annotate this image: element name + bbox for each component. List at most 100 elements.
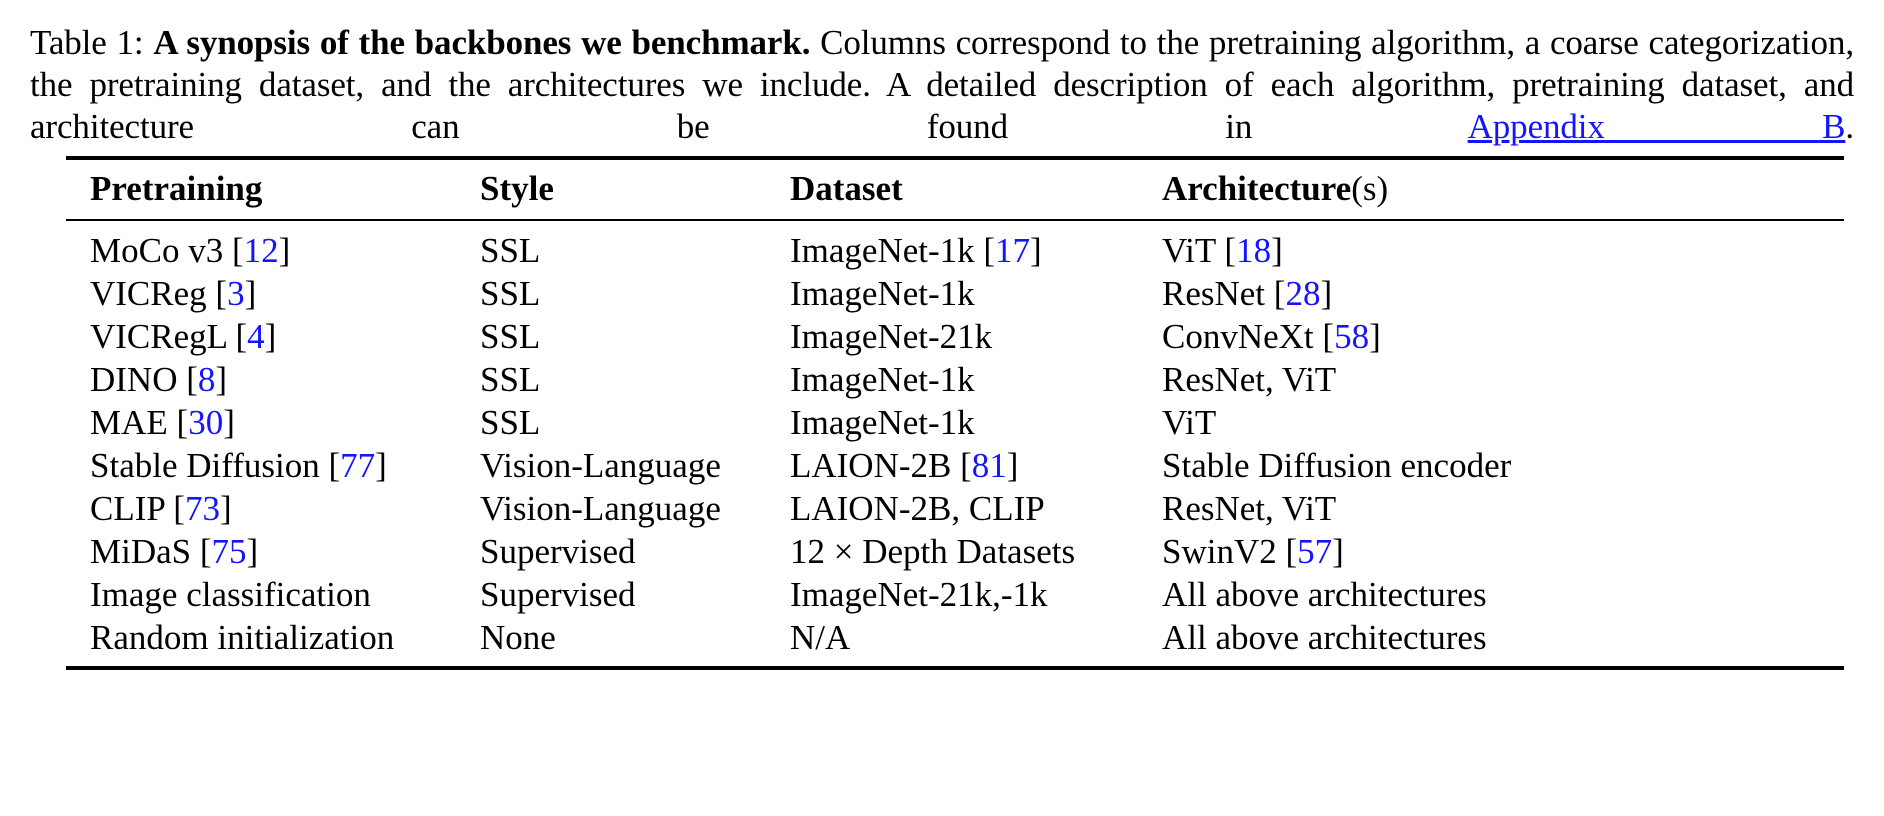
citation-bracket-close: ] — [244, 274, 257, 313]
citation-bracket-open: [ — [176, 403, 189, 442]
citation-bracket-close: ] — [1320, 274, 1333, 313]
cell-dataset-text: ImageNet-1k — [790, 274, 975, 313]
cell-dataset: ImageNet-21k,-1k — [790, 573, 1162, 616]
table-row: Image classification Supervised ImageNet-2… — [66, 573, 1844, 616]
cell-dataset-text: ImageNet-21k — [790, 317, 993, 356]
cell-style-text: SSL — [480, 317, 541, 356]
appendix-b-link[interactable]: Appendix B — [1467, 107, 1846, 146]
cell-architecture: All above architectures — [1162, 573, 1844, 616]
cell-dataset-text: N/A — [790, 618, 851, 657]
cell-style: SSL — [480, 315, 790, 358]
cell-architecture-text: Stable Diffusion encoder — [1162, 446, 1512, 485]
cell-architecture: All above architectures — [1162, 616, 1844, 666]
cell-dataset: ImageNet-1k — [790, 358, 1162, 401]
cell-architecture-text: ConvNeXt — [1162, 317, 1314, 356]
cell-style-text: Vision-Language — [480, 489, 721, 528]
cell-architecture: ViT [18] — [1162, 220, 1844, 272]
citation-bracket-open: [ — [983, 231, 996, 270]
cell-pretraining: CLIP [73] — [66, 487, 480, 530]
column-header-pretraining: Pretraining — [90, 169, 263, 208]
cell-architecture-text: All above architectures — [1162, 575, 1487, 614]
citation-link[interactable]: 17 — [995, 231, 1031, 270]
citation-link[interactable]: 4 — [247, 317, 265, 356]
cell-architecture: ConvNeXt [58] — [1162, 315, 1844, 358]
backbones-table: Pretraining Style Dataset Architecture(s… — [66, 156, 1844, 666]
citation-link[interactable]: 81 — [971, 446, 1007, 485]
citation-bracket-open: [ — [1273, 274, 1286, 313]
cell-architecture: ResNet, ViT — [1162, 487, 1844, 530]
table-header: Pretraining Style Dataset Architecture(s… — [66, 158, 1844, 220]
cell-pretraining-text: CLIP — [90, 489, 165, 528]
citation-bracket-close: ] — [215, 360, 228, 399]
cell-dataset-text: LAION-2B, CLIP — [790, 489, 1045, 528]
cell-pretraining: Stable Diffusion [77] — [66, 444, 480, 487]
cell-pretraining-text: DINO — [90, 360, 178, 399]
cell-dataset-text: ImageNet-1k — [790, 231, 975, 270]
citation-bracket-close: ] — [246, 532, 259, 571]
cell-dataset-text: ImageNet-21k,-1k — [790, 575, 1048, 614]
citation-link[interactable]: 77 — [340, 446, 376, 485]
table-caption: Table 1: A synopsis of the backbones we … — [28, 22, 1856, 148]
cell-pretraining-text: MiDaS — [90, 532, 192, 571]
citation-bracket-open: [ — [1322, 317, 1335, 356]
cell-dataset: 12 × Depth Datasets — [790, 530, 1162, 573]
citation-link[interactable]: 75 — [211, 532, 247, 571]
column-header-architecture-suffix: (s) — [1351, 169, 1389, 208]
cell-dataset: N/A — [790, 616, 1162, 666]
citation-link[interactable]: 12 — [243, 231, 279, 270]
column-header-architecture: Architecture(s) — [1162, 158, 1844, 220]
citation-link[interactable]: 57 — [1297, 532, 1333, 571]
citation-link[interactable]: 58 — [1334, 317, 1370, 356]
cell-style: Vision-Language — [480, 444, 790, 487]
citation-link[interactable]: 18 — [1236, 231, 1272, 270]
cell-architecture-text: ResNet, ViT — [1162, 489, 1337, 528]
caption-body: Columns correspond to the pretraining al… — [30, 23, 1854, 146]
cell-pretraining-text: MoCo v3 — [90, 231, 224, 270]
cell-style-text: SSL — [480, 360, 541, 399]
cell-style: None — [480, 616, 790, 666]
cell-architecture-text: SwinV2 — [1162, 532, 1277, 571]
citation-bracket-close: ] — [278, 231, 291, 270]
cell-pretraining-text: Random initialization — [90, 618, 395, 657]
citation-link[interactable]: 28 — [1285, 274, 1321, 313]
table-bottom-rule — [66, 666, 1844, 670]
cell-style: Supervised — [480, 573, 790, 616]
cell-architecture-text: ResNet, ViT — [1162, 360, 1337, 399]
citation-link[interactable]: 73 — [184, 489, 220, 528]
cell-style-text: Supervised — [480, 575, 636, 614]
cell-architecture-text: ViT — [1162, 231, 1216, 270]
cell-pretraining-text: Stable Diffusion — [90, 446, 320, 485]
cell-dataset: LAION-2B, CLIP — [790, 487, 1162, 530]
cell-architecture-text: All above architectures — [1162, 618, 1487, 657]
cell-style-text: SSL — [480, 403, 541, 442]
citation-bracket-close: ] — [264, 317, 277, 356]
table-container: Pretraining Style Dataset Architecture(s… — [66, 156, 1844, 670]
cell-style-text: Supervised — [480, 532, 636, 571]
citation-bracket-close: ] — [1030, 231, 1042, 270]
cell-pretraining-text: Image classification — [90, 575, 371, 614]
citation-bracket-open: [ — [1224, 231, 1237, 270]
citation-link[interactable]: 3 — [227, 274, 245, 313]
citation-bracket-open: [ — [1285, 532, 1298, 571]
cell-style: SSL — [480, 272, 790, 315]
cell-architecture-text: ResNet — [1162, 274, 1266, 313]
citation-bracket-open: [ — [231, 231, 244, 270]
cell-pretraining: DINO [8] — [66, 358, 480, 401]
cell-pretraining-text: MAE — [90, 403, 168, 442]
cell-style: Vision-Language — [480, 487, 790, 530]
cell-dataset-text: ImageNet-1k — [790, 360, 975, 399]
citation-link[interactable]: 30 — [188, 403, 224, 442]
citation-link[interactable]: 8 — [197, 360, 216, 399]
cell-pretraining: MiDaS [75] — [66, 530, 480, 573]
citation-bracket-open: [ — [199, 532, 212, 571]
caption-title: A synopsis of the backbones we benchmark… — [153, 23, 811, 62]
cell-style: SSL — [480, 401, 790, 444]
cell-style: Supervised — [480, 530, 790, 573]
cell-style: SSL — [480, 220, 790, 272]
